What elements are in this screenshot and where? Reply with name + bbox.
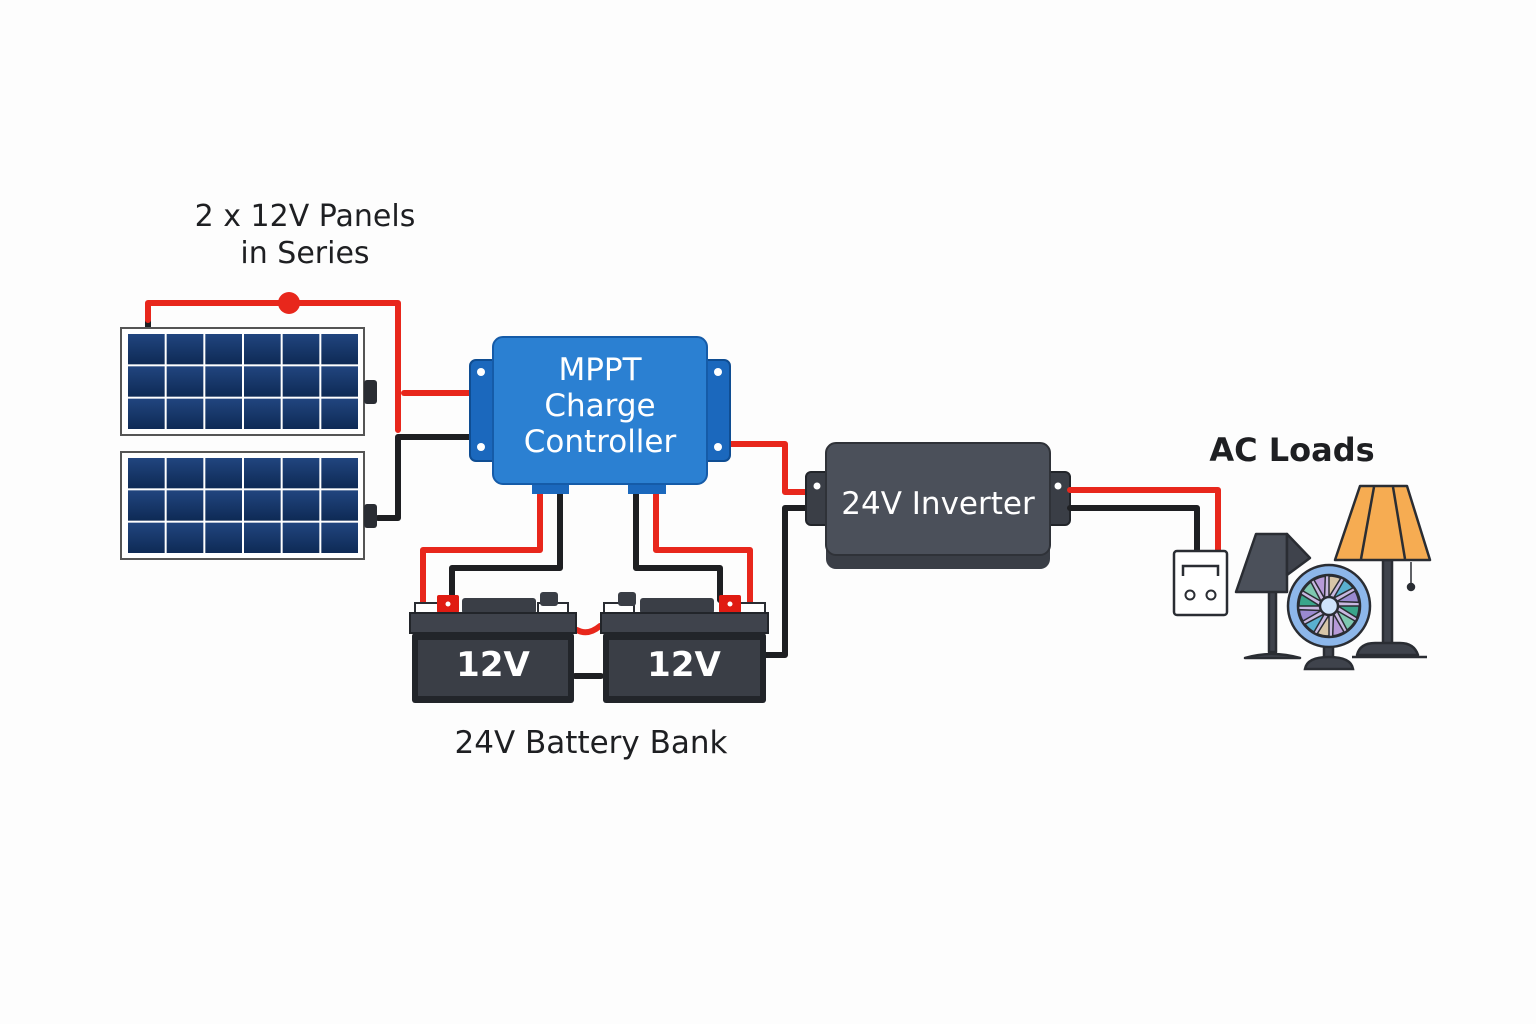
inverter-dc-wiring [727, 441, 811, 658]
solar-cell [244, 490, 281, 521]
fan-blade [1316, 612, 1330, 637]
solar-cell [128, 490, 165, 521]
solar-cell [205, 334, 242, 365]
solar-cell [205, 458, 242, 489]
fan-blade [1328, 575, 1342, 600]
solar-cell [166, 522, 204, 553]
solar-panel-bottom [120, 451, 377, 560]
controller-label-line3: Controller [524, 424, 677, 460]
solar-cell [282, 458, 320, 489]
fan-blade [1334, 589, 1360, 604]
solar-cell [321, 334, 358, 365]
solar-cell [166, 490, 204, 521]
fan-blade [1312, 575, 1327, 601]
battery-1: 12V [409, 592, 577, 703]
panel-series-wiring [145, 292, 473, 521]
battery-2: 12V [600, 592, 769, 703]
fan-blade [1335, 605, 1360, 619]
battery-wiring [420, 491, 753, 679]
controller-label-line1: MPPT [558, 352, 642, 388]
solar-cell [205, 522, 242, 553]
solar-cell [128, 398, 165, 429]
fan-icon [1286, 563, 1372, 671]
solar-cell [321, 458, 358, 489]
panels-label-line2: in Series [240, 236, 369, 271]
solar-cell [166, 398, 204, 429]
controller-label-line2: Charge [544, 388, 655, 424]
inverter: 24V Inverter [805, 442, 1071, 569]
fan-blade [1331, 578, 1355, 601]
solar-cell [282, 366, 320, 397]
fan-blade [1298, 608, 1324, 623]
solar-cell [128, 366, 165, 397]
solar-cell [321, 490, 358, 521]
ac-output-wiring [1067, 487, 1221, 555]
floor-lamp-icon [1333, 484, 1432, 659]
fan-blade [1298, 593, 1323, 607]
junction-box [364, 380, 377, 404]
panels-label-line1: 2 x 12V Panels [195, 199, 416, 234]
solar-cell [166, 366, 204, 397]
solar-cell [166, 458, 204, 489]
ac-loads-label: AC Loads [1209, 431, 1374, 469]
battery-1-label: 12V [456, 645, 530, 685]
solar-cell [321, 366, 358, 397]
solar-cell [244, 398, 281, 429]
desk-lamp-icon [1234, 532, 1312, 660]
solar-cell [128, 334, 165, 365]
mppt-charge-controller: MPPT Charge Controller [469, 336, 731, 494]
fan-blade [1331, 611, 1346, 637]
solar-cell [282, 334, 320, 365]
outlet-icon [1172, 549, 1229, 617]
solar-cell [244, 334, 281, 365]
inverter-label: 24V Inverter [841, 486, 1035, 522]
solar-cell [282, 490, 320, 521]
solar-panel-top [120, 327, 377, 436]
solar-cell [205, 366, 242, 397]
solar-cell [244, 366, 281, 397]
solar-cell [205, 398, 242, 429]
solar-cell [282, 522, 320, 553]
solar-cell [205, 490, 242, 521]
junction-dot [278, 292, 300, 314]
fan-blade [1303, 611, 1327, 634]
battery-2-label: 12V [647, 645, 721, 685]
junction-box [364, 504, 377, 528]
solar-cell [282, 398, 320, 429]
solar-cell [244, 522, 281, 553]
fan-blade [1334, 608, 1357, 632]
solar-cell [128, 522, 165, 553]
solar-cell [321, 522, 358, 553]
battery-bank-label: 24V Battery Bank [455, 725, 728, 761]
solar-cell [166, 334, 204, 365]
solar-cell [244, 458, 281, 489]
fan-blade [1301, 580, 1324, 604]
solar-cell [321, 398, 358, 429]
solar-cell [128, 458, 165, 489]
